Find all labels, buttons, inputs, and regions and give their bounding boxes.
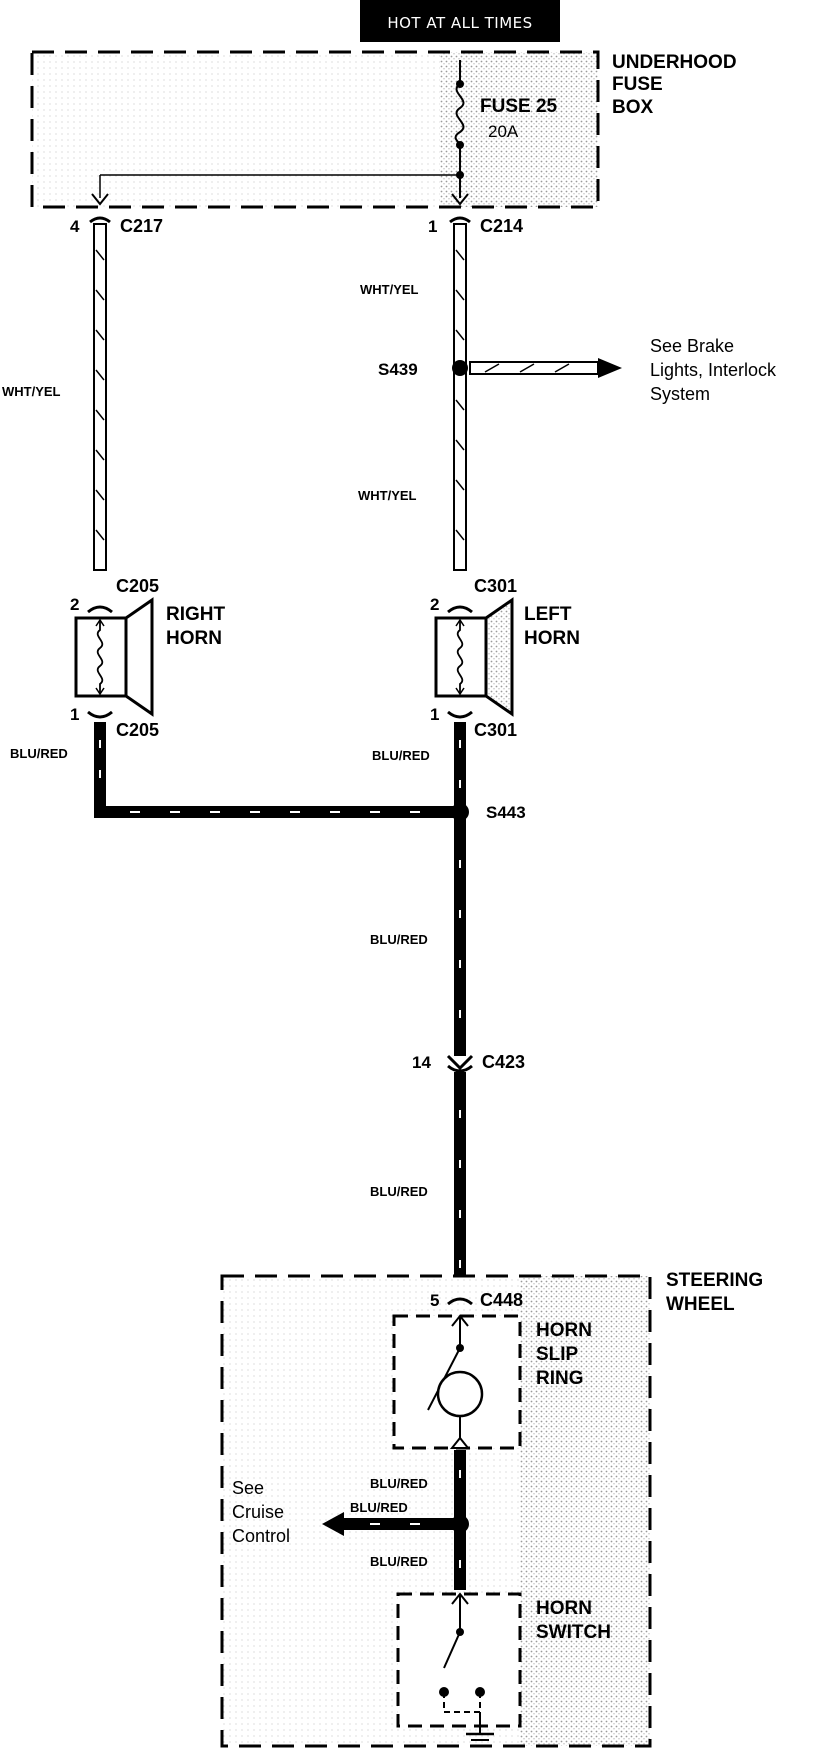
c214-label: C214	[480, 216, 523, 236]
fuse-box-label-1: UNDERHOOD	[612, 52, 737, 73]
blu-red-left-label: BLU/RED	[10, 746, 68, 761]
fuse-box-label-3: BOX	[612, 97, 654, 118]
c423-connector	[446, 1054, 474, 1073]
c217-label: C217	[120, 216, 163, 236]
right-horn-label-2: HORN	[166, 628, 222, 649]
c205-top-label: C205	[116, 576, 159, 596]
s443-label: S443	[486, 803, 526, 822]
right-horn	[74, 597, 154, 717]
slip-ring-label-1: HORN	[536, 1320, 592, 1341]
cruise-control-branch-wire	[322, 1512, 460, 1536]
wire-wht-yel-right	[453, 223, 467, 571]
c217-pin: 4	[70, 217, 80, 236]
fuse-rating: 20A	[488, 122, 519, 141]
fuse-name: FUSE 25	[480, 96, 558, 117]
c214-connector	[449, 216, 471, 224]
wht-yel-right-lower-label: WHT/YEL	[358, 488, 417, 503]
c301-top-pin: 2	[430, 595, 439, 614]
c301-bot-label: C301	[474, 720, 517, 740]
blu-red-right-label: BLU/RED	[372, 748, 430, 763]
c301-top-label: C301	[474, 576, 517, 596]
c205-bot-pin: 1	[70, 705, 79, 724]
horn-switch	[396, 1592, 522, 1747]
fuse-box-label-2: FUSE	[612, 74, 663, 95]
steering-wheel-label-2: WHEEL	[666, 1294, 735, 1315]
underhood-fuse-box	[30, 50, 600, 209]
c214-pin: 1	[428, 217, 437, 236]
s439-splice	[452, 360, 468, 376]
brake-ref-3: System	[650, 384, 710, 404]
s439-label: S439	[378, 360, 418, 379]
blu-red-sw1-label: BLU/RED	[370, 1476, 428, 1491]
right-horn-label-1: RIGHT	[166, 604, 226, 625]
fuse-25	[99, 60, 465, 198]
wht-yel-right-upper-label: WHT/YEL	[360, 282, 419, 297]
c448-pin: 5	[430, 1291, 439, 1310]
blu-red-branch-label: BLU/RED	[350, 1500, 408, 1515]
cruise-ref-2: Cruise	[232, 1502, 284, 1522]
brake-ref-2: Lights, Interlock	[650, 360, 777, 380]
c301-bot-pin: 1	[430, 705, 439, 724]
c423-pin: 14	[412, 1053, 431, 1072]
hot-at-all-times-badge: HOT AT ALL TIMES	[360, 0, 560, 42]
c217-connector	[89, 216, 111, 224]
cruise-ref-3: Control	[232, 1526, 290, 1546]
blu-red-sw2-label: BLU/RED	[370, 1554, 428, 1569]
slip-ring-label-2: SLIP	[536, 1344, 579, 1365]
left-horn-label-2: HORN	[524, 628, 580, 649]
steering-wheel-label-1: STEERING	[666, 1270, 763, 1291]
wht-yel-left-label: WHT/YEL	[2, 384, 61, 399]
wire-blu-red-left	[94, 722, 460, 818]
horn-switch-label-1: HORN	[536, 1598, 592, 1619]
c205-top-pin: 2	[70, 595, 79, 614]
blu-red-mid1-label: BLU/RED	[370, 932, 428, 947]
brake-lights-branch-wire	[469, 358, 622, 378]
wire-wht-yel-left	[93, 223, 107, 571]
brake-lights-arrow-icon	[598, 358, 622, 378]
c448-connector	[447, 1297, 473, 1306]
left-horn-label-1: LEFT	[524, 604, 572, 625]
cruise-ref-1: See	[232, 1478, 264, 1498]
slip-ring-label-3: RING	[536, 1368, 584, 1389]
brake-ref-1: See Brake	[650, 336, 734, 356]
c423-label: C423	[482, 1052, 525, 1072]
c205-bot-label: C205	[116, 720, 159, 740]
horn-slip-ring	[392, 1314, 522, 1450]
cruise-control-arrow-icon	[322, 1512, 344, 1536]
hot-label: HOT AT ALL TIMES	[387, 14, 532, 32]
blu-red-mid2-label: BLU/RED	[370, 1184, 428, 1199]
horn-switch-label-2: SWITCH	[536, 1622, 611, 1643]
left-horn	[434, 597, 514, 717]
c448-label: C448	[480, 1290, 523, 1310]
